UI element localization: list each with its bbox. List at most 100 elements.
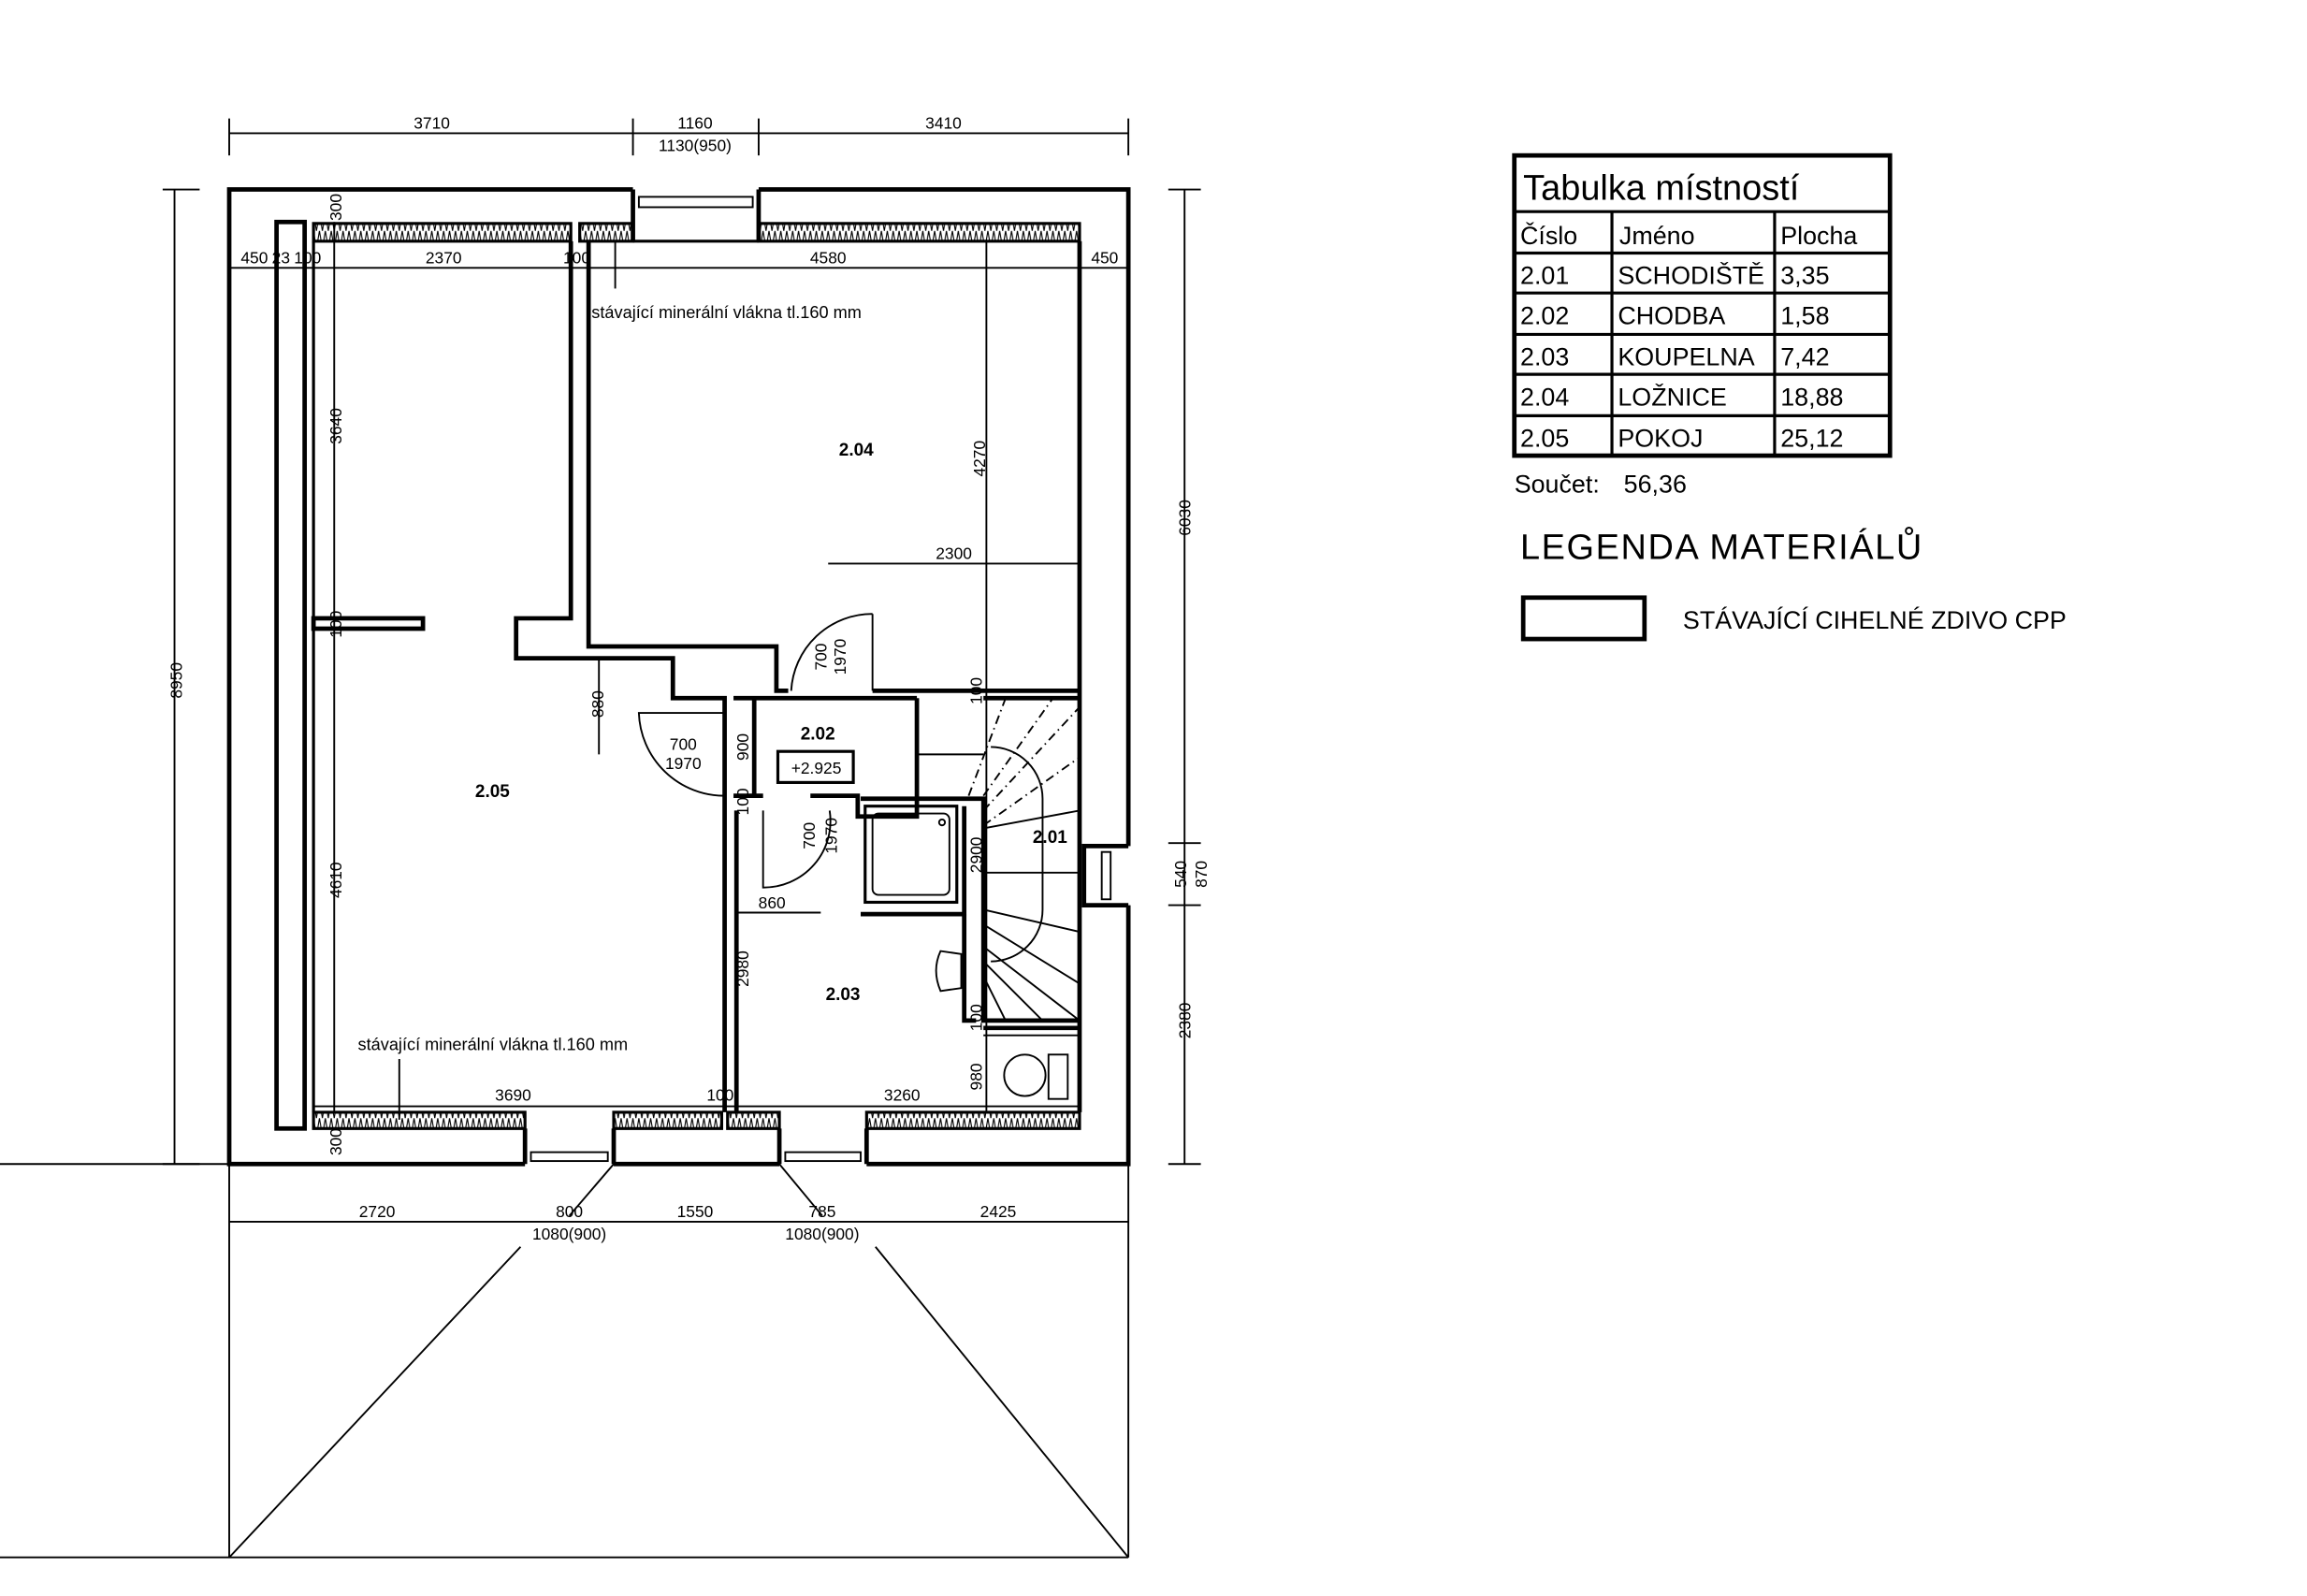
doors[interactable]: [637, 613, 874, 889]
dim-label: 450: [1091, 249, 1118, 268]
dimension-labels: 3710 1160 1130(950) 3410 450 23 100 2370…: [167, 114, 1210, 1243]
window-right: [1100, 850, 1112, 901]
table-row: 2.03 KOUPELNA 7,42: [1520, 343, 1829, 371]
door-205: [637, 712, 725, 797]
table-header: Plocha: [1780, 222, 1857, 250]
dim-label: 6030: [1176, 500, 1195, 536]
dim-label: 700: [800, 822, 819, 849]
insulation: [312, 222, 1082, 1130]
window-bottom-left: [530, 1151, 609, 1163]
dim-label: 540: [1171, 861, 1190, 888]
dim-label: 300: [326, 1128, 345, 1155]
dim-label: 2370: [426, 249, 462, 268]
dim-label: 100: [563, 249, 590, 268]
door-204: [790, 613, 874, 691]
svg-text:3,35: 3,35: [1780, 262, 1829, 290]
dim-label: 2380: [1176, 1003, 1195, 1039]
dim-label: 1080(900): [532, 1225, 606, 1243]
dim-label: 900: [733, 733, 752, 761]
insulation-note-bottom: stávající minerální vlákna tl.160 mm: [358, 1036, 629, 1054]
dim-label: 1970: [665, 754, 702, 773]
table-header: Číslo: [1520, 221, 1577, 250]
svg-text:2.04: 2.04: [1520, 383, 1569, 411]
dim-label: 1130(950): [659, 136, 732, 154]
svg-text:SCHODIŠTĚ: SCHODIŠTĚ: [1618, 261, 1764, 290]
dim-label: 2425: [980, 1202, 1017, 1221]
dim-label: 700: [670, 735, 697, 754]
svg-text:25,12: 25,12: [1780, 425, 1843, 453]
dim-label: 3710: [414, 114, 450, 133]
dim-label: 870: [1192, 861, 1211, 888]
room-label-2-05: 2.05: [475, 782, 510, 802]
dim-label: 1550: [677, 1202, 714, 1221]
svg-text:CHODBA: CHODBA: [1618, 301, 1725, 329]
dim-label: 1160: [677, 114, 712, 133]
dim-label: 3640: [326, 408, 345, 444]
exterior-walls: [0, 187, 1131, 1167]
table-row: 2.02 CHODBA 1,58: [1520, 301, 1829, 329]
dim-label: 785: [808, 1202, 835, 1221]
svg-text:2.03: 2.03: [1520, 343, 1569, 371]
dim-label: 100: [733, 788, 752, 815]
svg-text:2.05: 2.05: [1520, 425, 1569, 453]
svg-text:7,42: 7,42: [1780, 343, 1829, 371]
dim-label: 3690: [495, 1085, 531, 1104]
svg-text:LOŽNICE: LOŽNICE: [1618, 382, 1726, 411]
dim-label: 100: [294, 249, 321, 268]
window-top: [637, 196, 754, 209]
dim-label: 23: [272, 249, 290, 268]
level-mark: +2.925: [791, 759, 842, 777]
level-mark-box: [776, 749, 855, 784]
legend-item-label: STÁVAJÍCÍ CIHELNÉ ZDIVO CPP: [1683, 606, 2067, 634]
dim-label: 100: [326, 611, 345, 638]
dim-label: 100: [706, 1085, 733, 1104]
sum-label: Součet:: [1515, 471, 1600, 499]
table-row: 2.01 SCHODIŠTĚ 3,35: [1520, 261, 1829, 290]
table-row: 2.04 LOŽNICE 18,88: [1520, 382, 1843, 411]
dim-label: 2980: [733, 950, 752, 987]
dim-label: 300: [326, 194, 345, 221]
dim-label: 980: [967, 1063, 986, 1090]
door-203: [762, 810, 832, 889]
dim-label: 800: [556, 1202, 583, 1221]
svg-text:2.02: 2.02: [1520, 301, 1569, 329]
insulation-note-top: stávající minerální vlákna tl.160 mm: [591, 303, 862, 322]
material-legend: LEGENDA MATERIÁLŮ STÁVAJÍCÍ CIHELNÉ ZDIV…: [1520, 526, 2067, 642]
svg-text:18,88: 18,88: [1780, 383, 1843, 411]
dim-label: 8950: [167, 662, 185, 699]
room-label-2-02: 2.02: [801, 725, 835, 745]
dimension-lines: [0, 118, 1201, 1559]
svg-text:1,58: 1,58: [1780, 301, 1829, 329]
left-wall-column: [274, 219, 308, 1131]
table-header: Jméno: [1619, 222, 1695, 250]
sink: [935, 950, 963, 993]
dim-label: 3260: [884, 1085, 921, 1104]
interior-walls: [311, 240, 1080, 1112]
staircase: [917, 697, 1081, 1022]
dim-label: 700: [812, 644, 831, 671]
svg-text:KOUPELNA: KOUPELNA: [1618, 343, 1754, 371]
dim-label: 3410: [925, 114, 962, 133]
bathtub: [863, 805, 959, 905]
dim-label: 100: [967, 1004, 986, 1031]
dim-label: 2720: [359, 1202, 396, 1221]
room-labels: 2.01 2.02 2.03 2.04 2.05 +2.925 stávajíc…: [358, 303, 1068, 1053]
room-table: Tabulka místností Číslo Jméno Plocha 2.0…: [1512, 152, 1893, 499]
dim-label: 100: [967, 677, 986, 704]
dim-label: 1080(900): [785, 1225, 859, 1243]
dim-label: 4580: [810, 249, 847, 268]
dim-label: 2900: [967, 837, 986, 874]
room-label-2-01: 2.01: [1033, 828, 1067, 848]
dim-label: 450: [240, 249, 268, 268]
dim-label: 2300: [936, 544, 972, 563]
dim-label: 4270: [970, 441, 989, 477]
toilet: [1003, 1053, 1047, 1097]
legend-title: LEGENDA MATERIÁLŮ: [1520, 526, 1923, 568]
table-title: Tabulka místností: [1523, 169, 1800, 209]
room-label-2-04: 2.04: [839, 441, 874, 460]
dim-label: 880: [588, 690, 607, 718]
room-label-2-03: 2.03: [826, 985, 861, 1005]
window-bottom-right: [784, 1151, 862, 1163]
svg-text:2.01: 2.01: [1520, 262, 1569, 290]
